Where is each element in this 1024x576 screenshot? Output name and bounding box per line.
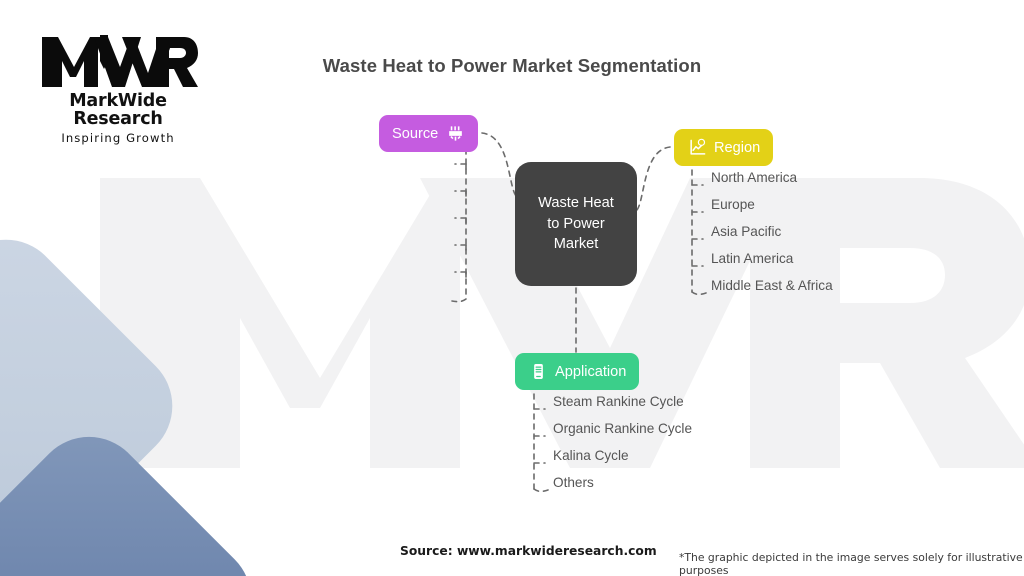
leaf-item-application-2: Kalina Cycle	[553, 448, 629, 463]
mwr-logo-mark	[42, 35, 198, 87]
branch-label-region: Region	[714, 139, 761, 156]
leaf-item-region-3: Latin America	[711, 251, 794, 266]
leaf-item-application-0: Steam Rankine Cycle	[553, 394, 684, 409]
branch-badge-source[interactable]: Source	[379, 115, 479, 152]
leaf-item-application-1: Organic Rankine Cycle	[553, 421, 693, 436]
footer-source: Source: www.markwideresearch.com	[400, 544, 657, 558]
factory-icon	[445, 124, 465, 144]
leaf-item-region-4: Middle East & Africa	[711, 278, 833, 293]
leaf-item-region-2: Asia Pacific	[711, 224, 782, 239]
branch-label-source: Source	[392, 125, 439, 142]
footer-disclaimer: *The graphic depicted in the image serve…	[679, 551, 1023, 576]
server-icon	[528, 362, 548, 382]
center-node-line2: to Power	[547, 215, 605, 232]
center-node-line1: Waste Heat	[538, 194, 614, 211]
brand-logo: MarkWide Research Inspiring Growth	[28, 33, 208, 145]
page-title: Waste Heat to Power Market Segmentation	[322, 55, 702, 76]
center-node-text: Waste Heat to Power Market	[538, 193, 614, 255]
center-node-line3: Market	[553, 236, 599, 253]
branch-badge-application[interactable]: Application	[515, 353, 640, 390]
leaf-item-region-0: North America	[711, 170, 798, 185]
branch-label-application: Application	[555, 363, 627, 380]
branch-badge-region[interactable]: Region	[674, 129, 774, 166]
chart-location-icon	[687, 138, 707, 158]
brand-name: MarkWide Research	[69, 91, 167, 129]
brand-tagline: Inspiring Growth	[61, 131, 175, 145]
leaf-item-region-1: Europe	[711, 197, 755, 212]
center-node: Waste Heat to Power Market	[515, 162, 637, 286]
leaf-item-application-3: Others	[553, 475, 594, 490]
